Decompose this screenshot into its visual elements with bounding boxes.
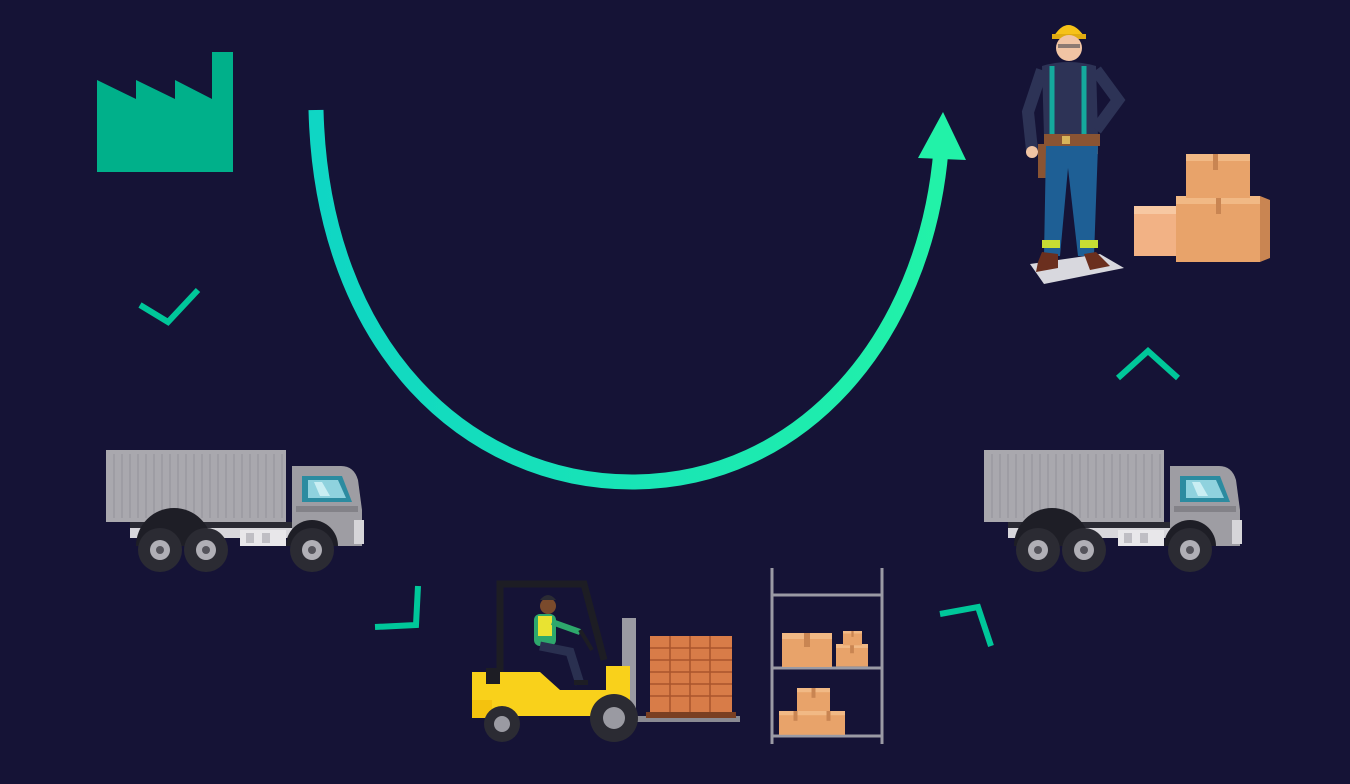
corner-accent-icon xyxy=(374,585,421,630)
flow-arc-arrow xyxy=(308,109,949,490)
factory-icon xyxy=(97,52,233,172)
truck-icon xyxy=(983,449,1243,573)
shelf-icon xyxy=(770,568,884,744)
arrow-head-icon xyxy=(918,112,966,160)
forklift-icon xyxy=(472,580,740,742)
worker-icon xyxy=(1021,25,1126,284)
corner-accent-icon xyxy=(939,603,994,647)
checkmark-accent-icon xyxy=(138,287,201,326)
brick-pallet-icon xyxy=(646,636,736,718)
truck-icon xyxy=(105,449,365,573)
chevron-up-icon xyxy=(1115,346,1181,381)
cardboard-boxes-icon xyxy=(1134,154,1270,262)
